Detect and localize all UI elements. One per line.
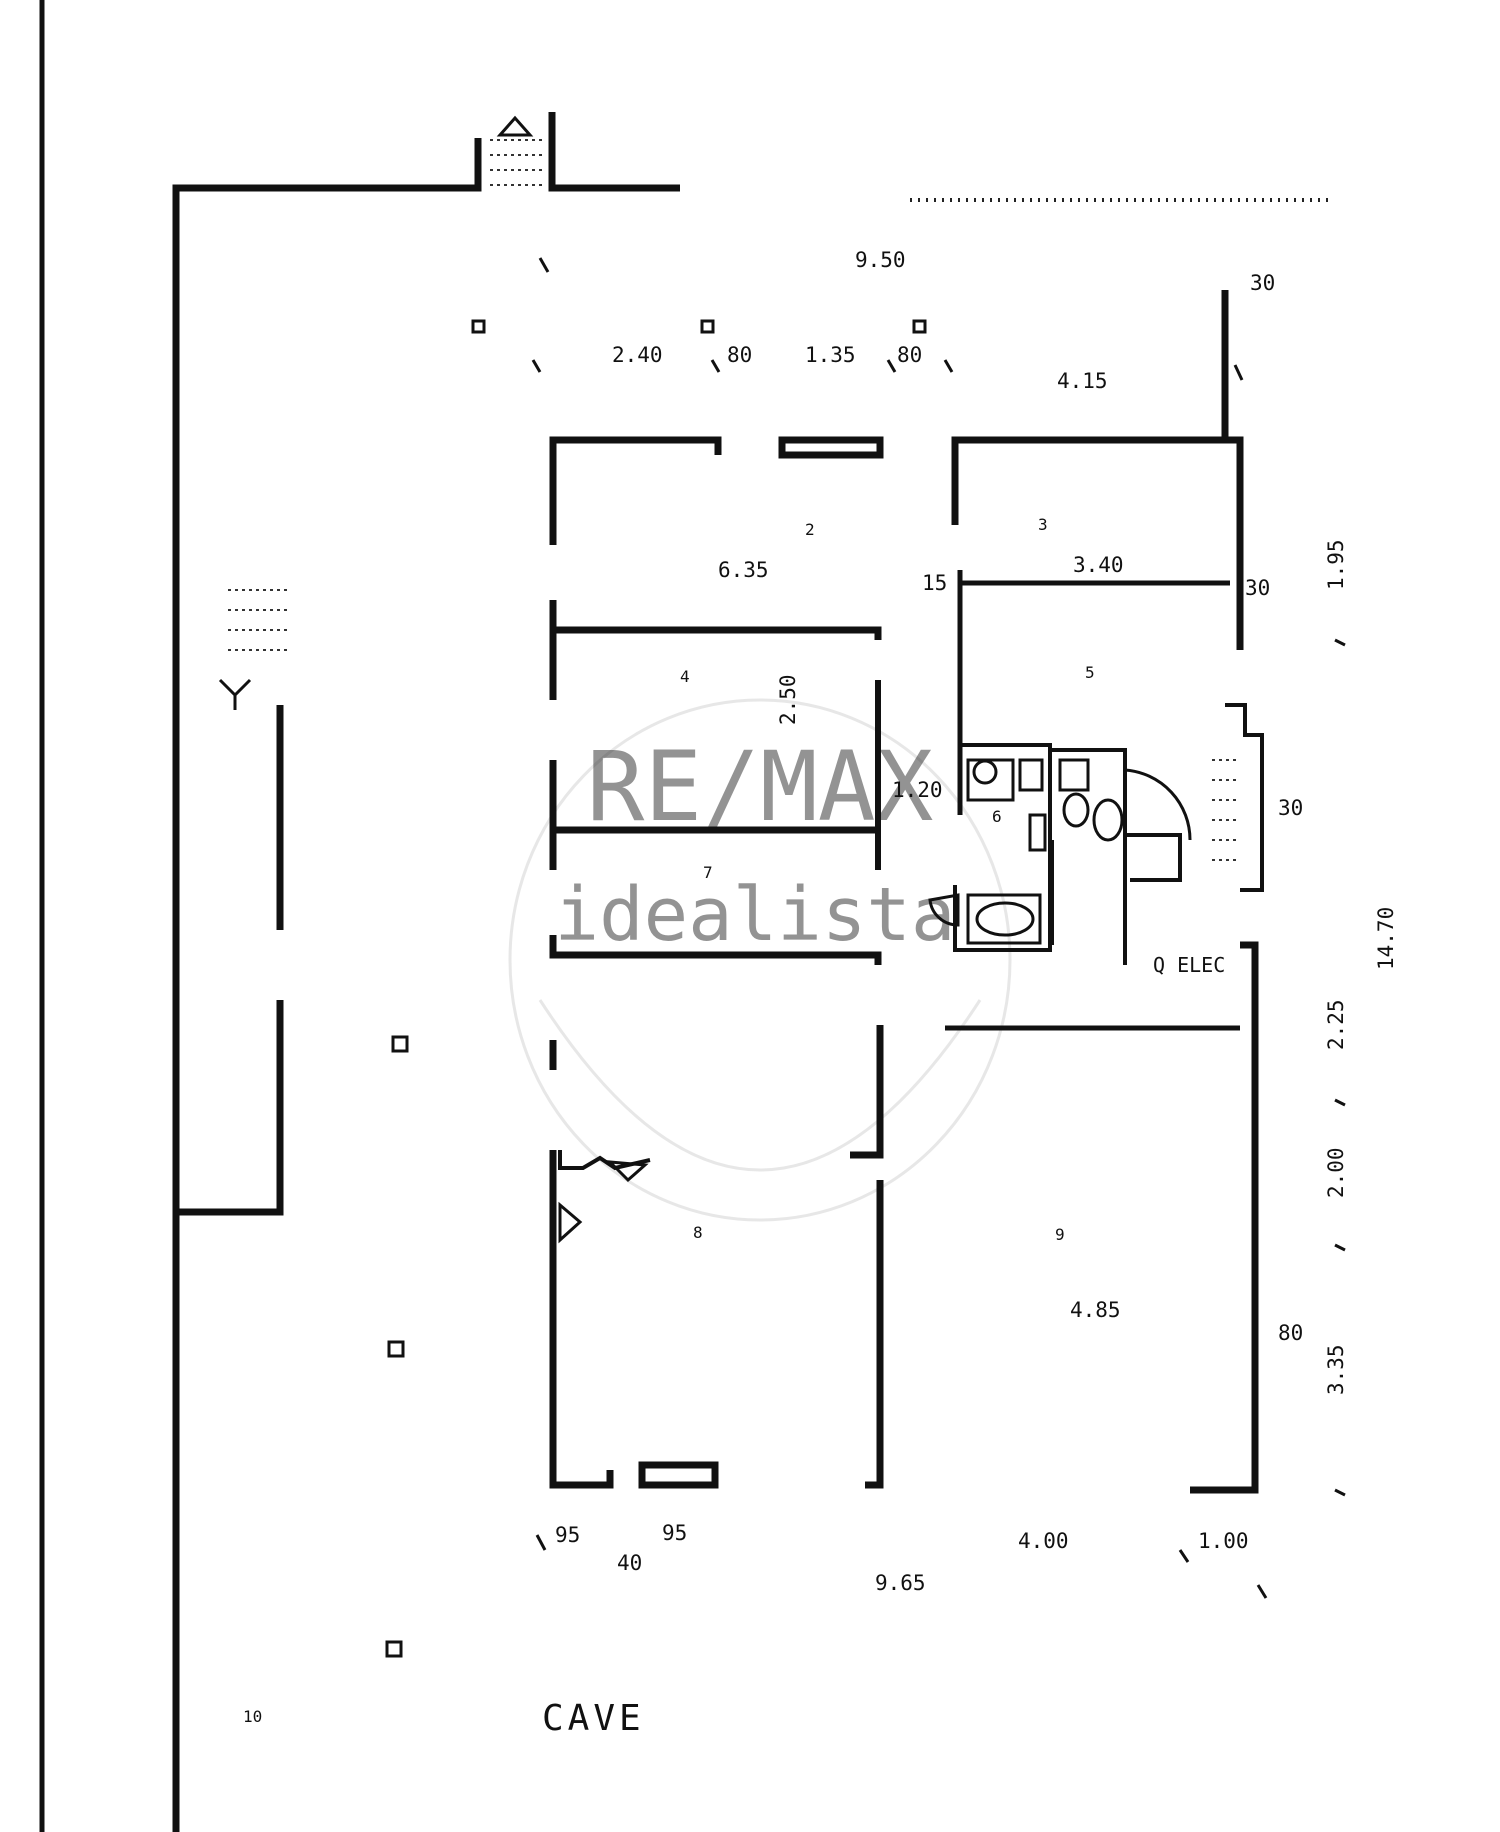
dim-right-3-35: 3.35 [1324, 1344, 1348, 1395]
room-label-3: 3 [1038, 515, 1048, 534]
dim-right-2-25: 2.25 [1324, 999, 1348, 1050]
room-label-10: 10 [243, 1707, 262, 1726]
dim-bottom-1-00: 1.00 [1198, 1529, 1249, 1553]
stair-wall-right [548, 112, 680, 192]
dim-top-1-35: 1.35 [805, 343, 856, 367]
outer-wall-left-upper [172, 138, 482, 1212]
top-stair [490, 115, 545, 186]
pillars [385, 319, 927, 1658]
dim-room9-width: 4.85 [1070, 1298, 1121, 1322]
room-label-4: 4 [680, 667, 690, 686]
dim-left-2-50: 2.50 [776, 674, 800, 725]
dim-right-80: 80 [1278, 1321, 1303, 1345]
room-label-9: 9 [1055, 1225, 1065, 1244]
dim-bottom-95: 95 [555, 1523, 580, 1547]
vertical-dimension-labels: 1.95 2.25 2.00 3.35 14.70 2.50 [776, 539, 1398, 1395]
right-stair-hatch [1212, 759, 1240, 861]
dim-room3-width: 3.40 [1073, 553, 1124, 577]
dim-room-1-20: 1.20 [892, 778, 943, 802]
dim-top-total: 9.50 [855, 248, 906, 272]
floor-label: CAVE [542, 1698, 645, 1739]
remax-watermark-text: RE/MAX [587, 731, 934, 843]
dim-bottom-4-00: 4.00 [1018, 1529, 1069, 1553]
dimension-labels: 9.50 30 2.40 80 1.35 80 4.15 6.35 3.40 1… [555, 248, 1303, 1595]
room-label-7: 7 [703, 863, 713, 882]
dim-top-80b: 80 [897, 343, 922, 367]
dim-right-total: 14.70 [1374, 907, 1398, 970]
room-label-8: 8 [693, 1223, 703, 1242]
main-walls [549, 290, 1264, 1494]
dim-room2-width: 6.35 [718, 558, 769, 582]
dim-top-80a: 80 [727, 343, 752, 367]
dim-right-2-00: 2.00 [1324, 1147, 1348, 1198]
bathroom-fixtures [928, 758, 1192, 945]
fireplace [558, 1150, 651, 1244]
dim-bottom-40: 40 [617, 1551, 642, 1575]
electrical-panel-label: Q ELEC [1153, 953, 1225, 977]
dim-bottom-95b: 95 [662, 1521, 687, 1545]
dim-bottom-total: 9.65 [875, 1571, 926, 1595]
dim-right-30a: 30 [1245, 576, 1270, 600]
room-label-6: 6 [992, 807, 1002, 826]
dimension-ticks [531, 257, 1346, 1599]
dim-right-1-95: 1.95 [1324, 539, 1348, 590]
room-label-5: 5 [1085, 663, 1095, 682]
dim-top-right: 30 [1250, 271, 1275, 295]
dim-top-2-40: 2.40 [612, 343, 663, 367]
idealista-watermark-text: idealista [555, 872, 956, 958]
dim-right-30b: 30 [1278, 796, 1303, 820]
dim-top-4-15: 4.15 [1057, 369, 1108, 393]
room-labels: 2 3 4 5 6 7 8 9 10 [243, 515, 1095, 1726]
outer-wall-left [172, 1000, 284, 1832]
corridor-stair [218, 589, 290, 710]
dim-door-15: 15 [922, 571, 947, 595]
room-label-2: 2 [805, 520, 815, 539]
